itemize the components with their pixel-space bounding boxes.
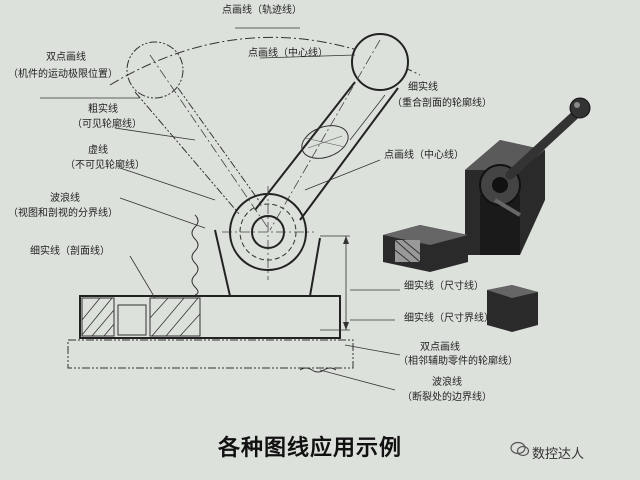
label-centerline-right: 点画线（中心线） [384,150,464,161]
base-block [79,295,341,339]
label-centerline-top: 点画线（中心线） [248,48,328,59]
isometric-part [383,97,591,332]
wave-break-line [191,214,199,296]
label-adjacent-desc: （相邻辅助零件的轮廓线） [398,356,518,367]
label-thick-line: 粗实线 [88,104,118,115]
left-ball-phantom [126,41,184,99]
label-thin-line: 细实线 [408,82,438,93]
label-extension-line: 细实线（尺寸界线） [404,313,494,324]
left-arm-phantom [134,87,263,216]
label-dashed-desc: （不可见轮廓线） [65,160,145,171]
right-arm [254,81,399,221]
label-wavy-desc: （视图和剖视的分界线） [8,208,118,219]
adjacent-part-phantom [67,339,354,369]
wechat-icon [510,441,530,457]
watermark-text: 数控达人 [532,447,585,462]
label-wavy-line: 波浪线 [50,193,80,204]
label-thick-desc: （可见轮廓线） [72,119,142,130]
label-section-line: 细实线（剖面线） [30,246,110,257]
diagram-title: 各种图线应用示例 [217,436,402,461]
arm-section [301,125,349,159]
label-dimension-line: 细实线（尺寸线） [404,281,484,292]
label-dashed-line: 虚线 [88,145,108,156]
label-break-desc: （断裂处的边界线） [402,392,492,403]
label-trajectory-line: 点画线（轨迹线） [222,5,302,16]
arm-centerline [269,39,381,231]
dimension-line [320,235,350,331]
label-adjacent-line: 双点画线 [420,342,460,353]
label-double-dot-line: 双点画线 [46,52,86,63]
label-thin-desc: （重合剖面的轮廓线） [392,98,492,109]
label-double-dot-desc: （机件的运动极限位置） [8,69,118,80]
right-ball [351,33,409,91]
label-break-line: 波浪线 [432,377,462,388]
